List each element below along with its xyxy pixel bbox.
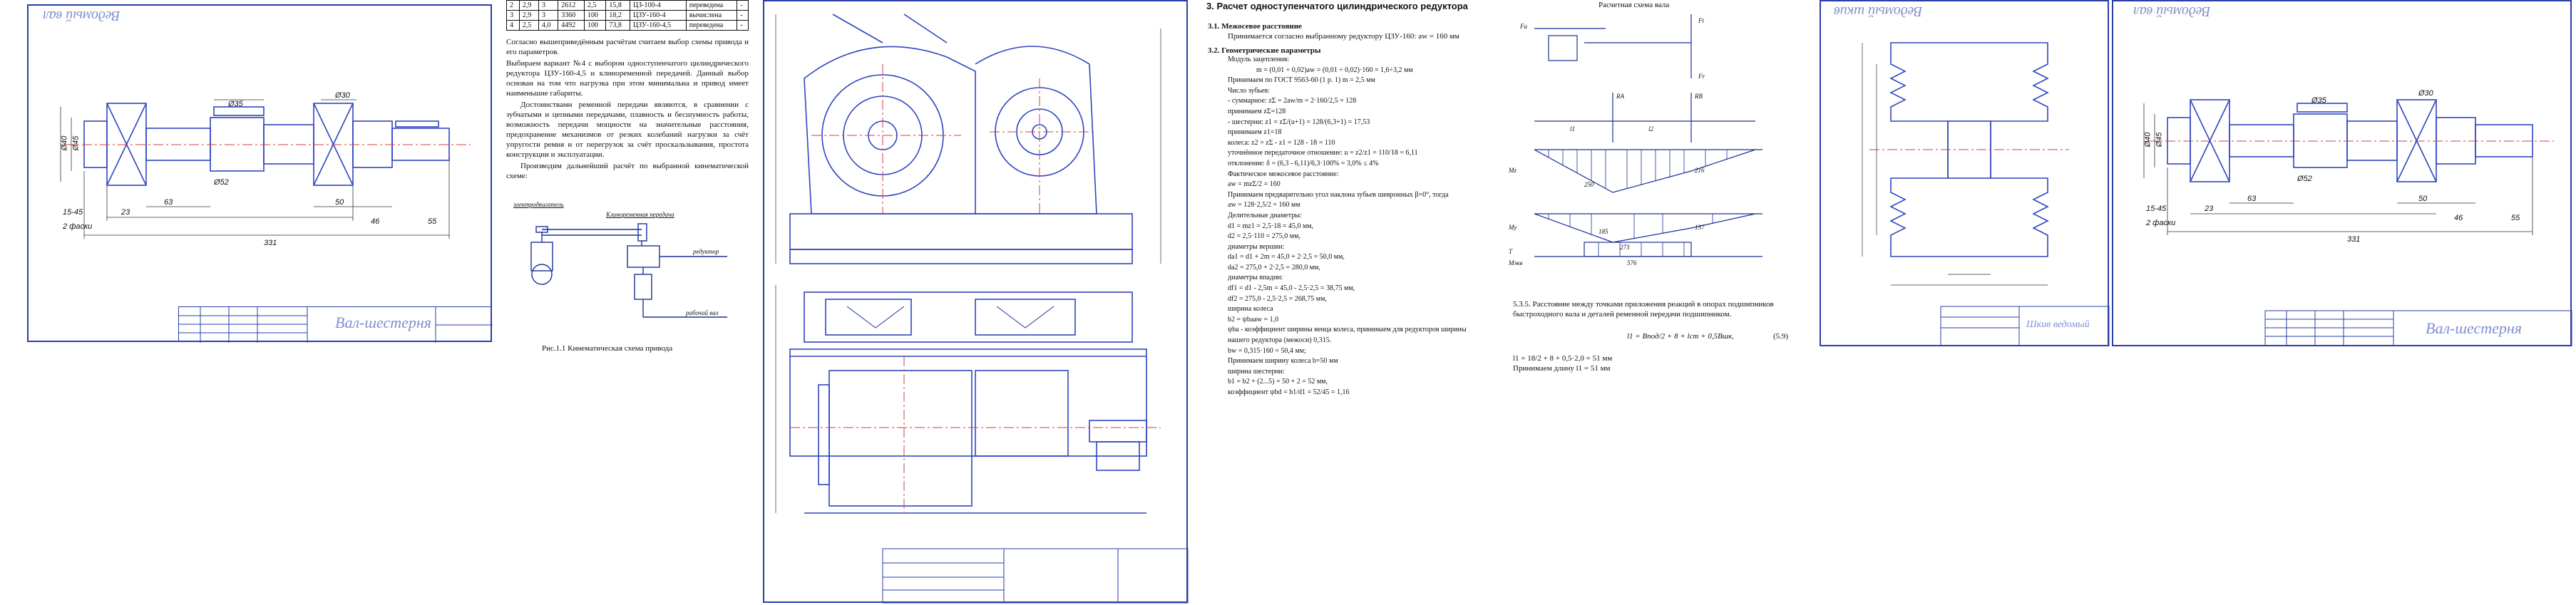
paragraph: Производим дальнейший расчёт по выбранно…	[506, 162, 749, 180]
dim-label: Ø45	[71, 135, 81, 151]
stamp-title: Шкив ведомый	[2026, 319, 2090, 330]
dim-label: 15-45	[63, 208, 83, 217]
moment-value: 250	[1584, 181, 1594, 188]
diagram-title: Расчетная схема вала	[1599, 1, 1670, 9]
section-text: Принимается согласно выбранному редуктор…	[1228, 32, 1459, 41]
moment-value: 576	[1627, 259, 1637, 267]
kinematic-scheme	[530, 223, 727, 318]
moment-value: 137	[1695, 224, 1705, 231]
dim-label: 2 фаски	[2146, 219, 2176, 227]
shaft-drawing	[2143, 99, 2572, 346]
force-label: l2	[1648, 125, 1654, 133]
sheet-shaft-left[interactable]: Ведомый вал Ø40 Ø45 Ø35 Ø30 Ø52	[0, 0, 499, 605]
force-label: Fr	[1698, 73, 1705, 80]
force-label: Fa	[1520, 23, 1527, 30]
force-label: Mz	[1509, 167, 1517, 174]
paragraph: Достоинствами ременной передачи являются…	[506, 100, 749, 159]
drawing-frame	[763, 0, 1188, 603]
dim-label: 55	[2511, 214, 2520, 222]
calc-lines: Модуль зацепления: m = (0,01 ÷ 0,02)aw =…	[1228, 56, 1467, 396]
moment-value: 216	[1695, 167, 1705, 174]
dim-label: Ø45	[2155, 132, 2164, 148]
dim-label: Ø40	[60, 135, 69, 151]
dim-label: 23	[121, 208, 130, 217]
dim-label: 23	[2205, 205, 2214, 213]
pulley-drawing	[1862, 42, 2110, 346]
force-label: l1	[1570, 125, 1576, 133]
dim-label: Ø30	[2418, 89, 2433, 98]
dim-label: 50	[335, 198, 344, 207]
section-text: l1 = 18/2 + 8 + 0,5·2,0 = 51 мм	[1513, 354, 1613, 363]
dim-label: 2 фаски	[63, 222, 93, 231]
dim-label: 331	[2347, 235, 2361, 244]
moment-value: 185	[1599, 228, 1608, 235]
sheet-pulley[interactable]: Ведомый шкив Шкив ведомый	[1820, 0, 2112, 605]
dim-label: 15-45	[2146, 205, 2167, 213]
sheet-force-diagrams[interactable]: Расчетная схема вала Fa Ft Fr RA RB	[1506, 0, 1805, 605]
figure-caption: Рис.1.1 Кинематическая схема привода	[542, 344, 673, 353]
section-heading: 3.1. Межосевое расстояние	[1208, 22, 1302, 31]
formula: l1 = Bпод/2 + 8 + lст + 0,5Bшк,	[1627, 332, 1734, 341]
dim-label: 46	[371, 217, 380, 226]
force-label: RB	[1695, 93, 1703, 100]
sheet-shaft-right[interactable]: Ведомый вал Ø40 Ø45 Ø35 Ø	[2112, 0, 2576, 605]
drawing-frame	[1820, 0, 2109, 346]
page-title: 3. Расчет одноступенчатого цилиндрическо…	[1206, 1, 1468, 11]
title-block	[178, 306, 493, 343]
scheme-label: редуктор	[693, 248, 719, 255]
paragraph: Согласно вышеприведённым расчётам считае…	[506, 38, 749, 56]
dim-label: 63	[164, 198, 173, 207]
section-heading: 3.2. Геометрические параметры	[1208, 46, 1321, 55]
shaft-drawing	[60, 99, 471, 239]
body-text: Согласно вышеприведённым расчётам считае…	[506, 37, 749, 182]
section-text: 5.3.5. Расстояние между точками приложен…	[1513, 300, 1774, 319]
assembly-drawing	[775, 14, 1189, 604]
dim-label: Ø40	[2143, 132, 2152, 148]
force-label: Mэкв	[1509, 259, 1523, 267]
dim-label: 63	[2247, 195, 2257, 203]
sheet-assembly[interactable]	[761, 0, 1189, 605]
dim-label: 46	[2454, 214, 2463, 222]
moment-value: 273	[1620, 244, 1630, 251]
stamp-title: Вал-шестерня	[2426, 319, 2522, 337]
stamp-title: Вал-шестерня	[335, 314, 431, 331]
force-label: RA	[1616, 93, 1624, 100]
scheme-label: рабочий вал	[686, 309, 719, 316]
dim-label: Ø52	[2297, 175, 2312, 183]
dim-label: 55	[428, 217, 437, 226]
dim-label: Ø52	[214, 178, 229, 187]
section-text: Принимаем длину l1 = 51 мм	[1513, 364, 1611, 373]
paragraph: Выбираем вариант №4 с выбором одноступен…	[506, 59, 749, 98]
force-label: T	[1509, 248, 1513, 255]
dim-label: 331	[264, 239, 277, 247]
force-diagram	[1534, 14, 1762, 257]
sheet-calculation[interactable]: 3. Расчет одноступенчатого цилиндрическо…	[1199, 0, 1506, 605]
drawing-frame	[2112, 0, 2572, 346]
force-label: My	[1509, 224, 1517, 231]
scheme-label: Клиноременная передача	[606, 211, 674, 218]
scheme-label: электродвигатель	[513, 201, 564, 208]
equation-number: (5.9)	[1773, 332, 1789, 341]
dim-label: Ø35	[228, 100, 243, 108]
dim-label: 50	[2418, 195, 2428, 203]
dim-label: Ø35	[2311, 96, 2326, 105]
dim-label: Ø30	[335, 91, 350, 100]
force-label: Ft	[1698, 17, 1704, 24]
